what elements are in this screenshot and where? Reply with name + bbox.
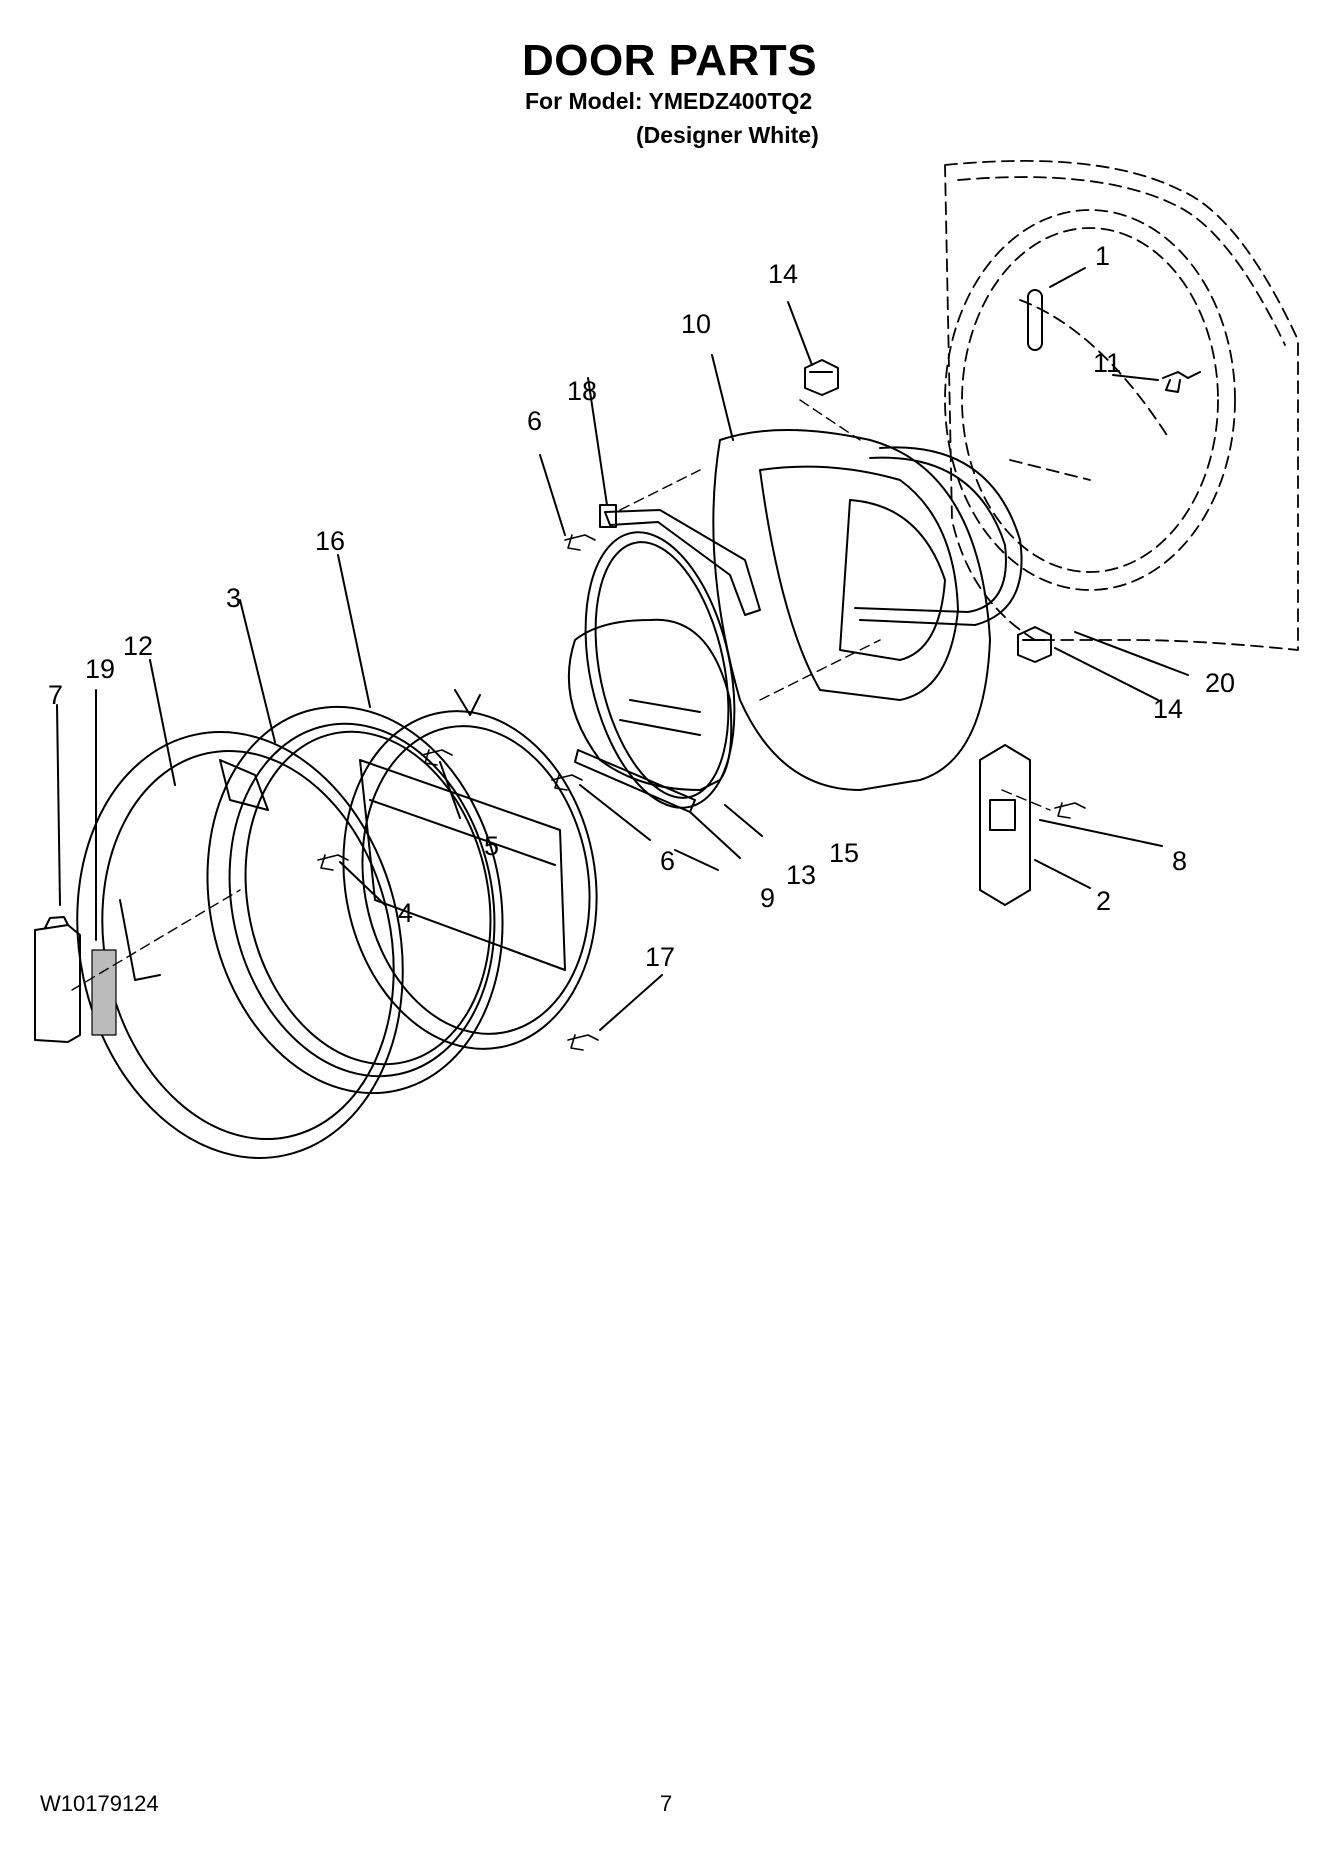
- callout-4: 4: [398, 898, 413, 928]
- screw-part-8: [1054, 802, 1086, 819]
- callout-6-lower: 6: [660, 846, 675, 876]
- leader-lines: [56, 267, 1189, 1031]
- callout-18: 18: [567, 376, 597, 406]
- callout-2: 2: [1096, 886, 1111, 916]
- callout-14-lower: 14: [1153, 694, 1183, 724]
- callout-13: 13: [786, 860, 816, 890]
- cabinet-front-panel: [944, 160, 1299, 651]
- model-line: For Model: YMEDZ400TQ2: [525, 88, 813, 114]
- callout-15: 15: [829, 838, 859, 868]
- door-gasket-part-20: [854, 446, 1023, 626]
- color-line: (Designer White): [636, 122, 819, 148]
- screw-part-5: [421, 749, 453, 766]
- document-number: W10179124: [40, 1791, 159, 1816]
- callout-11: 11: [1093, 348, 1121, 378]
- callout-8: 8: [1172, 846, 1187, 876]
- callout-3: 3: [226, 583, 241, 613]
- callout-6-upper: 6: [527, 406, 542, 436]
- callout-10: 10: [681, 309, 711, 339]
- callout-7: 7: [48, 680, 63, 710]
- glass-gasket-part-15: [584, 531, 736, 809]
- catch-part-14-lower: [1017, 626, 1052, 663]
- assembly-lines: [71, 399, 1051, 991]
- door-strike-part-1: [1027, 289, 1043, 351]
- callout-12: 12: [123, 631, 153, 661]
- callout-19: 19: [85, 654, 115, 684]
- page-number: 7: [660, 1791, 673, 1816]
- door-glass-part-13: [567, 618, 733, 791]
- door-trim-ring-part-3: [206, 705, 504, 1095]
- screw-part-11: [1162, 371, 1201, 393]
- callout-1: 1: [1095, 241, 1110, 271]
- callout-17: 17: [645, 942, 675, 972]
- hinge-part-2: [979, 744, 1031, 906]
- callout-9: 9: [760, 883, 775, 913]
- door-handle-part-7: [34, 916, 81, 1043]
- callout-16: 16: [315, 526, 345, 556]
- screw-part-6-lower: [551, 774, 583, 791]
- callout-5: 5: [484, 831, 499, 861]
- screw-part-4: [317, 854, 349, 871]
- callout-14-upper: 14: [768, 259, 798, 289]
- catch-part-14-upper: [804, 359, 839, 396]
- inner-door-liner-part-16: [342, 689, 598, 1050]
- inner-door-frame-part-10: [712, 429, 991, 791]
- screw-part-17: [567, 1034, 599, 1051]
- callout-20: 20: [1205, 668, 1235, 698]
- screws: [317, 534, 1086, 1051]
- callout-labels: 1 2 3 4 5 6 6 7 8 9 10 11 12 13 14 14 15…: [48, 241, 1235, 972]
- page-title: DOOR PARTS: [521, 36, 818, 85]
- hinge-bracket-part-18: [599, 504, 761, 616]
- screw-part-6-upper: [564, 534, 596, 551]
- door-label-part-19: [91, 949, 117, 1036]
